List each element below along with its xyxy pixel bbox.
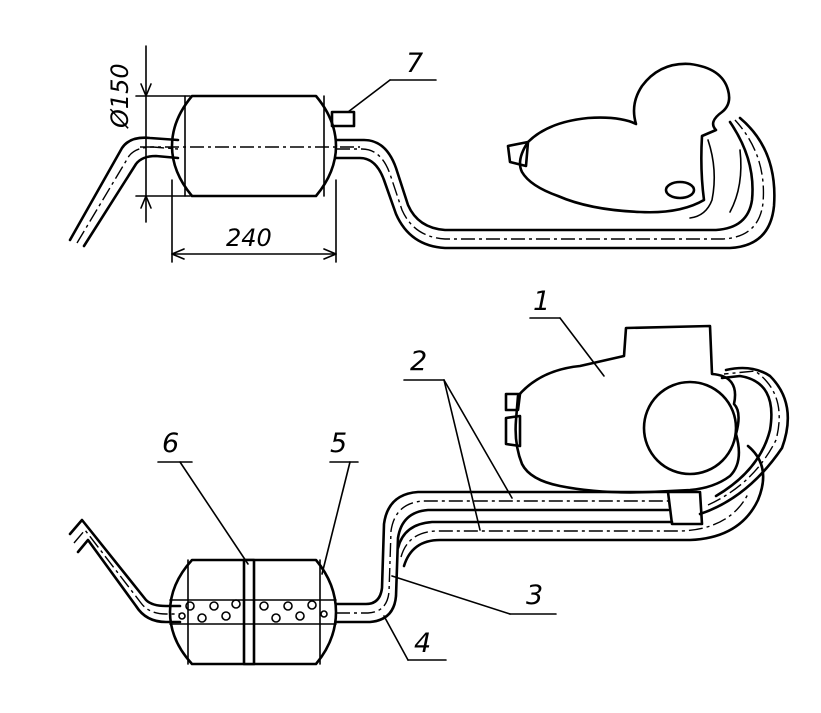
callout-label-6: 6 bbox=[162, 428, 179, 459]
callout-label-2: 2 bbox=[410, 346, 427, 377]
bottom-engine bbox=[504, 324, 741, 494]
diameter-label: Ø150 bbox=[106, 63, 134, 129]
perforation-holes bbox=[178, 599, 328, 623]
callout-3: 3 bbox=[391, 575, 557, 615]
callout-2: 2 bbox=[403, 346, 513, 531]
top-engine bbox=[506, 62, 731, 214]
top-muffler bbox=[140, 94, 360, 198]
bottom-outlet-pipes bbox=[334, 366, 790, 624]
callout-1: 1 bbox=[529, 286, 605, 377]
callout-7: 7 bbox=[347, 48, 437, 113]
top-inlet-pipe bbox=[68, 136, 180, 248]
callout-6: 6 bbox=[157, 428, 249, 565]
callout-label-5: 5 bbox=[330, 428, 347, 459]
callout-label-1: 1 bbox=[533, 286, 550, 317]
bottom-assembly: 1 2 3 4 5 6 bbox=[68, 286, 790, 666]
callout-label-3: 3 bbox=[526, 580, 543, 611]
callout-label-4: 4 bbox=[414, 628, 431, 659]
callout-5: 5 bbox=[321, 428, 359, 575]
top-outlet-pipe bbox=[334, 116, 776, 250]
top-assembly: Ø150 240 7 bbox=[68, 45, 776, 263]
length-label: 240 bbox=[226, 224, 272, 252]
diameter-dimension: Ø150 bbox=[106, 45, 191, 223]
top-stub bbox=[330, 110, 356, 128]
bottom-muffler bbox=[168, 558, 338, 666]
callout-label-7: 7 bbox=[406, 48, 423, 79]
length-dimension: 240 bbox=[171, 179, 337, 263]
bottom-inlet-pipe bbox=[68, 518, 182, 624]
callout-4: 4 bbox=[383, 615, 447, 661]
